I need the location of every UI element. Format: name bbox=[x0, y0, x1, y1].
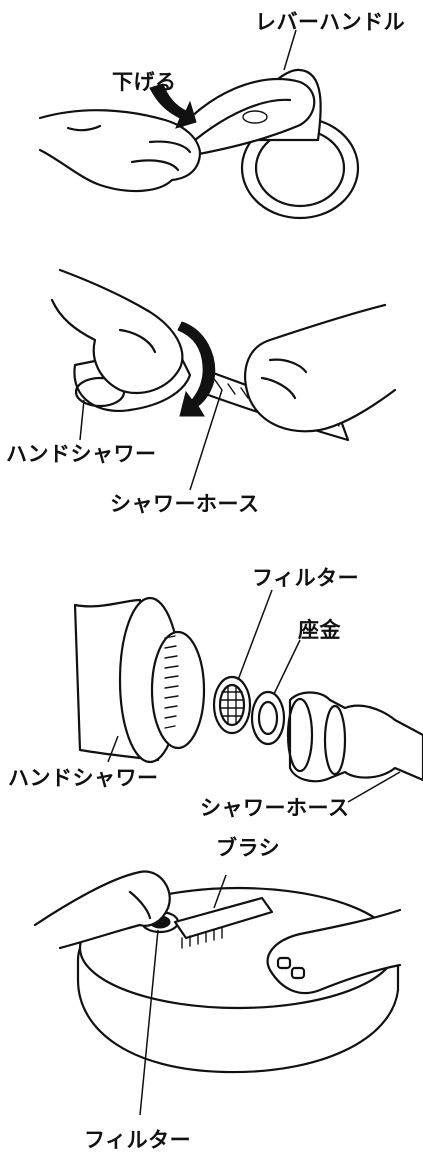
step2-illustration bbox=[50, 268, 397, 491]
right-finger-line-2 bbox=[268, 358, 308, 374]
label-washer: 座金 bbox=[298, 618, 341, 642]
step3-panel: フィルター 座金 ハンドシャワー シャワーホース bbox=[0, 540, 423, 830]
label-shower-hose: シャワーホース bbox=[110, 492, 260, 516]
filter-inner bbox=[218, 683, 246, 727]
leader-hand-shower bbox=[107, 735, 119, 763]
label-filter: フィルター bbox=[252, 566, 360, 590]
left-finger-line bbox=[128, 890, 152, 920]
thread-lines bbox=[164, 635, 179, 729]
lever-detail bbox=[242, 110, 268, 124]
left-hand bbox=[33, 870, 171, 950]
step1-panel: レバーハンドル 下げる bbox=[0, 0, 423, 240]
step3-illustration bbox=[73, 589, 423, 803]
hose-connector bbox=[288, 691, 423, 783]
leader-hand-shower bbox=[79, 399, 85, 441]
finger-line-1 bbox=[148, 140, 192, 154]
label-shower-hose: シャワーホース bbox=[200, 796, 350, 820]
step4-panel: ブラシ フィルター bbox=[0, 830, 423, 1160]
lever-handle bbox=[173, 77, 316, 158]
leader-hose bbox=[347, 771, 401, 803]
hand bbox=[38, 109, 202, 193]
label-hand-shower: ハンドシャワー bbox=[8, 766, 159, 790]
right-finger-line-1 bbox=[260, 376, 297, 400]
finger-line-2 bbox=[130, 159, 180, 172]
label-lower: 下げる bbox=[112, 70, 177, 94]
rotate-down-arrow-icon bbox=[149, 83, 197, 129]
label-lever-handle: レバーハンドル bbox=[255, 10, 406, 34]
leader-filter bbox=[237, 589, 273, 681]
shower-connector-thread bbox=[150, 630, 206, 750]
hose-nut bbox=[286, 697, 314, 773]
label-hand-shower: ハンドシャワー bbox=[6, 442, 157, 466]
brush-bristles bbox=[181, 927, 223, 949]
step4-illustration bbox=[33, 870, 402, 1116]
washer bbox=[250, 690, 286, 746]
leader-filter bbox=[139, 929, 159, 1116]
step2-panel: ハンドシャワー シャワーホース bbox=[0, 240, 423, 540]
fingernail-2 bbox=[290, 966, 306, 980]
leader-washer bbox=[273, 639, 301, 695]
label-filter: フィルター bbox=[84, 1128, 192, 1152]
hose-collar bbox=[323, 704, 347, 776]
left-hand bbox=[50, 268, 184, 395]
leader-lever bbox=[283, 29, 297, 71]
leader-hose bbox=[189, 389, 223, 491]
washer-hole bbox=[257, 700, 279, 736]
label-brush: ブラシ bbox=[216, 836, 281, 860]
left-finger-line bbox=[118, 328, 157, 354]
filter-mesh bbox=[220, 685, 244, 725]
rotate-arrow-icon bbox=[177, 321, 216, 417]
lever-slot bbox=[193, 98, 292, 142]
brush-body bbox=[173, 896, 274, 940]
hand-crease bbox=[66, 124, 102, 132]
leader-brush bbox=[213, 874, 227, 909]
fingernail-1 bbox=[276, 956, 292, 970]
right-hand bbox=[244, 303, 397, 433]
step1-illustration bbox=[38, 29, 360, 220]
